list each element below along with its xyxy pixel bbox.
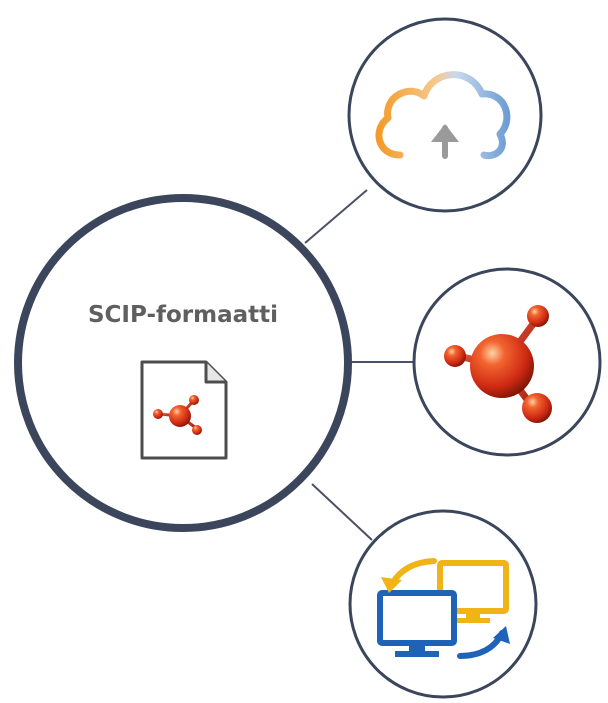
- main-circle: SCIP-formaatti: [14, 194, 352, 532]
- molecule-node: [412, 267, 602, 457]
- computers-exchange-icon: [377, 558, 510, 659]
- connectors: [304, 189, 413, 541]
- cloud-node: [347, 17, 543, 213]
- document-molecule-icon: [140, 360, 228, 460]
- molecule-icon: [444, 305, 552, 423]
- cloud-upload-icon: [375, 71, 511, 160]
- connector-cloud: [304, 189, 368, 244]
- computers-node: [348, 509, 538, 699]
- connector-computers: [311, 483, 373, 541]
- main-title: SCIP-formaatti: [88, 302, 278, 328]
